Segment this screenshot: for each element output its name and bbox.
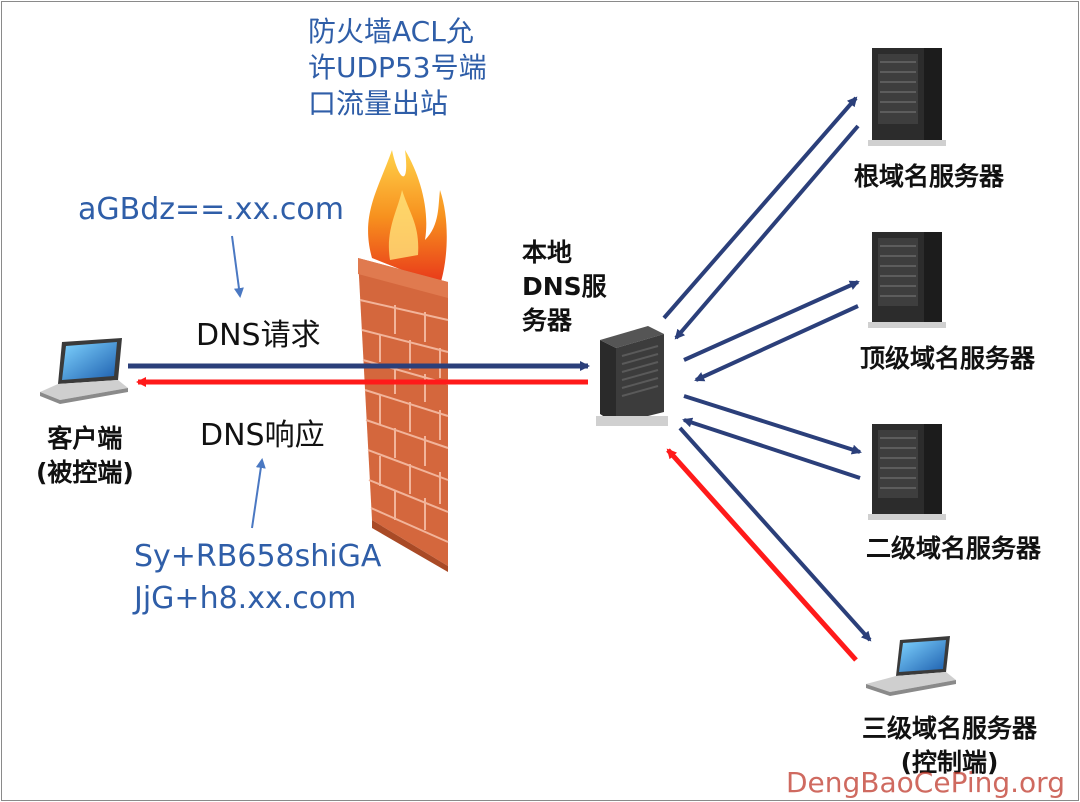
controller-label: 三级域名服务器 (控制端) [862, 712, 1037, 780]
request-payload-pointer [231, 235, 244, 298]
reply-second-level-arrow [682, 417, 861, 480]
controller-label-line2: (控制端) [900, 748, 999, 777]
local-dns-label-line1: 本地 [522, 238, 573, 267]
firewall-wall-icon [358, 258, 449, 572]
query-tld-arrow [683, 280, 860, 362]
response-payload-line1: Sy+RB658shiGA [134, 539, 382, 574]
request-payload-text: aGBdz==.xx.com [78, 192, 344, 227]
local-dns-label: 本地 DNS服 务器 [522, 236, 607, 338]
dns-response-label: DNS响应 [200, 418, 325, 453]
response-payload-text: Sy+RB658shiGA JjG+h8.xx.com [134, 536, 381, 620]
local-dns-server-icon [596, 326, 668, 426]
response-payload-line2: JjG+h8.xx.com [134, 581, 357, 616]
client-laptop-icon [40, 338, 128, 404]
controller-laptop-icon [866, 636, 956, 696]
client-label-line1: 客户端 [47, 424, 123, 453]
reply-root-arrow [674, 124, 860, 340]
reply-controller-arrow [666, 448, 858, 662]
watermark: DengBaoCePing.org [786, 766, 1065, 799]
root-server-icon [868, 48, 946, 146]
tld-server-icon [868, 232, 946, 328]
client-label: 客户端 (被控端) [36, 422, 134, 490]
tld-server-label: 顶级域名服务器 [860, 344, 1036, 373]
firewall-note-line3: 口流量出站 [308, 87, 449, 120]
root-server-label: 根域名服务器 [854, 162, 1005, 191]
firewall-note-line1: 防火墙ACL允 [308, 15, 474, 48]
local-dns-label-line3: 务器 [522, 306, 573, 335]
client-label-line2: (被控端) [36, 458, 134, 487]
reply-tld-arrow [694, 304, 859, 382]
second-level-server-icon [868, 424, 946, 520]
query-root-arrow [662, 96, 858, 320]
response-payload-pointer [251, 458, 266, 529]
query-second-level-arrow [683, 394, 862, 455]
dns-request-label: DNS请求 [196, 318, 321, 353]
local-dns-label-line2: DNS服 [522, 272, 607, 301]
flame-icon [368, 150, 447, 285]
second-level-server-label: 二级域名服务器 [866, 534, 1042, 563]
firewall-note: 防火墙ACL允 许UDP53号端 口流量出站 [308, 14, 487, 122]
controller-label-line1: 三级域名服务器 [862, 714, 1038, 743]
query-controller-arrow [678, 426, 872, 642]
firewall-note-line2: 许UDP53号端 [308, 51, 487, 84]
